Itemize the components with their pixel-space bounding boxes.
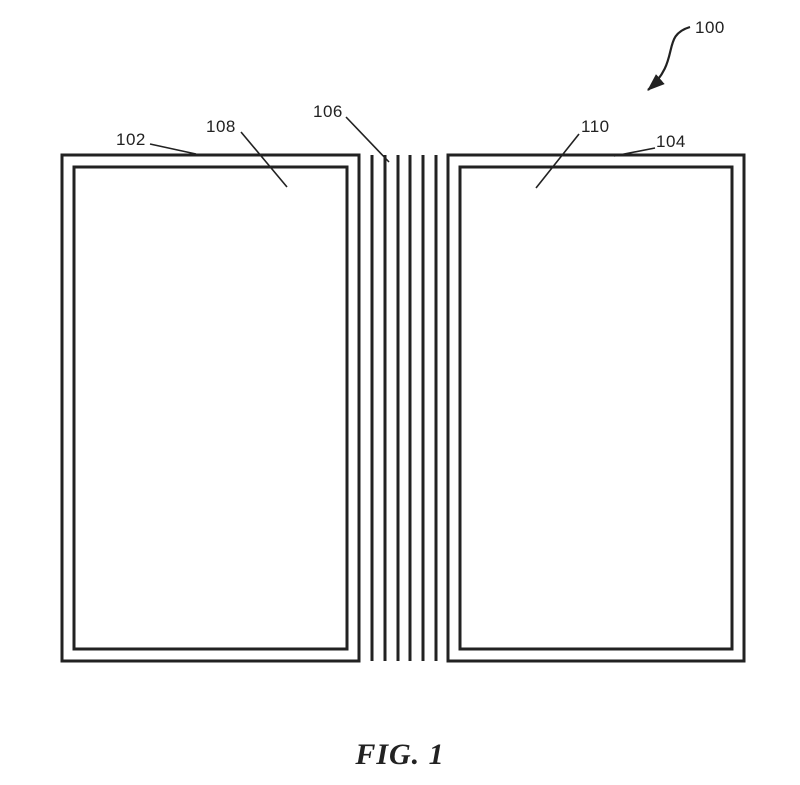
leader-line-104: [613, 147, 656, 157]
reference-label-106: 106: [313, 102, 343, 121]
leader-line-106: [345, 116, 390, 163]
reference-arrow-100: [647, 25, 691, 91]
reference-label-102: 102: [116, 130, 146, 149]
left-panel-outline: [60, 153, 361, 663]
reference-label-108: 108: [206, 117, 236, 136]
left-display-outline: [72, 165, 349, 651]
reference-label-100: 100: [695, 18, 725, 37]
leader-lines: [149, 116, 656, 189]
figure-caption: FIG. 1: [355, 738, 445, 771]
right-panel-outline: [446, 153, 746, 663]
reference-label-110: 110: [581, 117, 610, 136]
right-display-outline: [458, 165, 734, 651]
hinge-lines: [370, 155, 438, 661]
leader-line-108: [240, 131, 288, 188]
leader-line-102: [149, 143, 197, 155]
leader-line-110: [535, 133, 580, 189]
reference-label-104: 104: [656, 132, 686, 151]
